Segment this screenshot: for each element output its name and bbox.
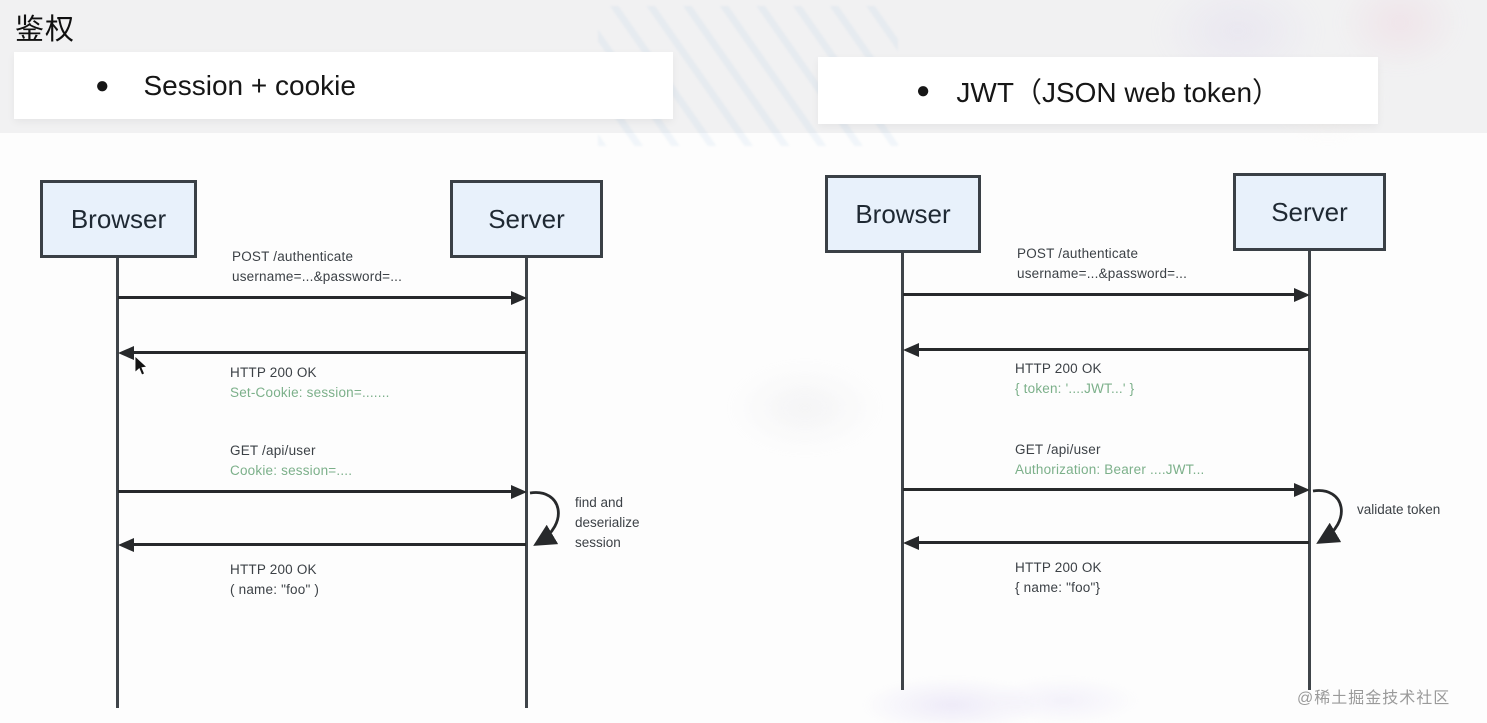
actor-label: Server [488, 203, 565, 234]
lifeline-browser-left [116, 258, 119, 708]
lifeline-server-right [1308, 251, 1311, 690]
actor-box-browser-right: Browser [825, 175, 981, 253]
bullet-label-session-cookie: Session + cookie [143, 69, 356, 101]
actor-box-server-left: Server [450, 180, 603, 258]
lifeline-browser-right [901, 253, 904, 690]
message-arrow-line [916, 541, 1309, 544]
bullet-icon: ● [95, 71, 110, 99]
message-label-http200-token: HTTP 200 OK { token: '....JWT...' } [1015, 361, 1135, 396]
arrowhead-left-icon [118, 346, 134, 360]
bullet-card-jwt: ● JWT（JSON web token） [818, 57, 1378, 124]
message-arrow-line [118, 296, 514, 299]
bullet-card-session-cookie: ● Session + cookie [14, 52, 673, 119]
message-label-http200-namefoo: HTTP 200 OK { name: "foo"} [1015, 560, 1102, 595]
message-arrow-line [903, 293, 1297, 296]
arrowhead-right-icon [511, 291, 527, 305]
message-label-post-authenticate: POST /authenticate username=...&password… [232, 249, 403, 284]
mouse-cursor-icon [134, 355, 149, 376]
message-arrow-line [916, 348, 1309, 351]
message-arrow-line [131, 543, 526, 546]
message-label-http200-setcookie: HTTP 200 OK Set-Cookie: session=....... [230, 365, 390, 400]
actor-label: Browser [855, 198, 951, 229]
self-loop-arrow-right [1312, 489, 1343, 544]
message-label-post-authenticate: POST /authenticate username=...&password… [1017, 246, 1188, 281]
bullet-label-jwt: JWT（JSON web token） [956, 76, 1281, 108]
message-arrow-line [118, 490, 514, 493]
note-find-deserialize-session: find and deserialize session [575, 495, 640, 550]
actor-box-server-right: Server [1233, 173, 1386, 251]
note-validate-token: validate token [1357, 502, 1441, 517]
actor-label: Server [1271, 196, 1348, 227]
message-label-get-apiuser-authorization: GET /api/user Authorization: Bearer ....… [1015, 442, 1205, 477]
arrowhead-left-icon [903, 536, 919, 550]
actor-box-browser-left: Browser [40, 180, 197, 258]
arrowhead-left-icon [903, 343, 919, 357]
message-arrow-line [903, 488, 1297, 491]
arrowhead-right-icon [1294, 483, 1310, 497]
lifeline-server-left [525, 258, 528, 708]
bullet-icon: ● [915, 76, 931, 104]
arrowhead-left-icon [118, 538, 134, 552]
arrowhead-right-icon [511, 485, 527, 499]
arrowhead-right-icon [1294, 288, 1310, 302]
message-label-http200-namefoo: HTTP 200 OK ( name: "foo" ) [230, 562, 320, 597]
message-label-get-apiuser-cookie: GET /api/user Cookie: session=.... [230, 443, 353, 478]
actor-label: Browser [70, 203, 167, 234]
self-loop-arrow-left [529, 491, 560, 546]
watermark: @稀土掘金技术社区 [1297, 690, 1451, 707]
page-title: 鉴权 [15, 14, 76, 46]
message-arrow-line [131, 351, 526, 354]
